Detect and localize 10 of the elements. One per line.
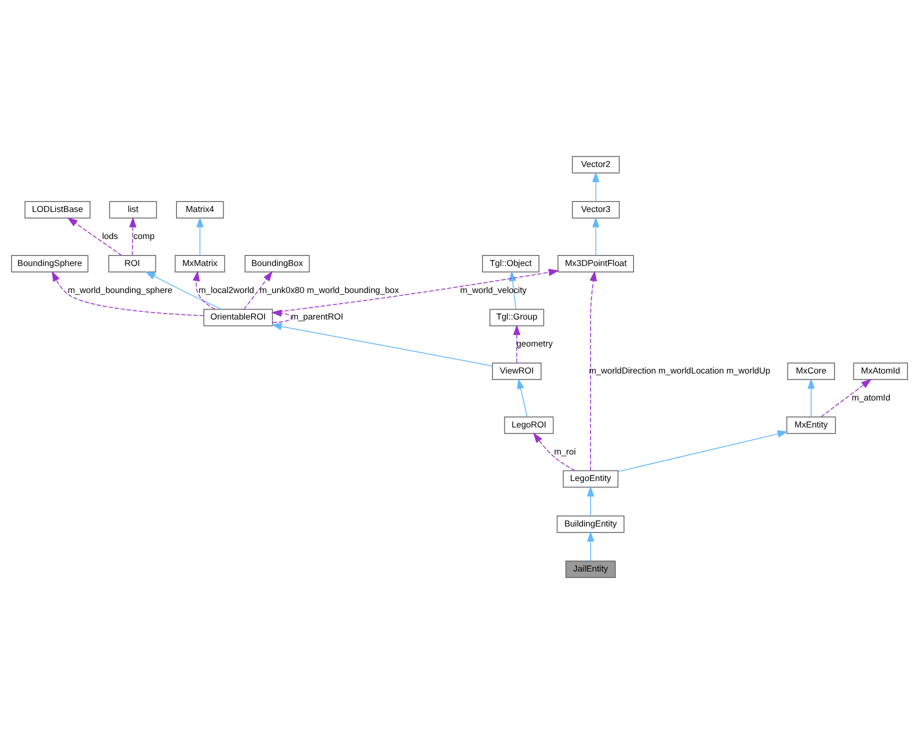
edge-label: m_atomId (852, 392, 890, 402)
edge-label: m_parentROI (291, 311, 344, 322)
edge-label: m_worldDirection m_worldLocation m_worldUp (588, 365, 770, 376)
edge-label: m_unk0x80 m_world_bounding_box (260, 284, 399, 294)
edge-label: lods (102, 230, 118, 240)
edge-label: geometry (516, 338, 553, 348)
edge-label: m_world_bounding_sphere (68, 284, 172, 294)
edge-label: comp (133, 230, 155, 240)
edge-label: m_local2world (198, 284, 254, 294)
edge-label: m_roi (554, 446, 576, 456)
